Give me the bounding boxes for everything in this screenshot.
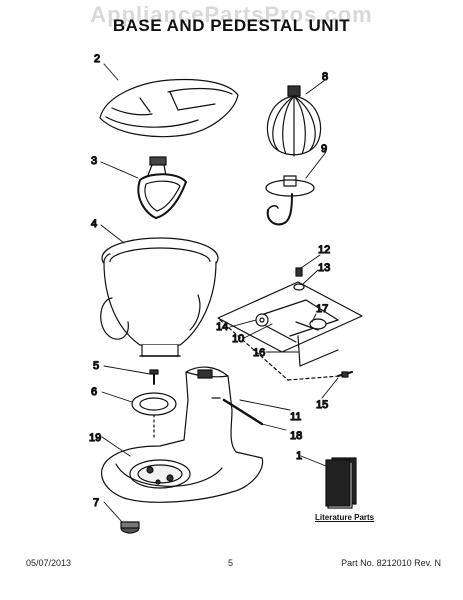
- callout-6: 6: [91, 386, 97, 398]
- mixing-bowl-part: [100, 237, 219, 357]
- callout-8: 8: [322, 71, 328, 83]
- callout-12: 12: [318, 244, 330, 256]
- callout-5: 5: [93, 360, 99, 372]
- callout-10: 10: [232, 333, 244, 345]
- footer-page-number: 5: [228, 558, 234, 568]
- screw-part: [149, 369, 159, 385]
- callout-7: 7: [93, 497, 99, 509]
- callout-numbers: 2 8 3 9 4 12 13 17 14 10 16 5 6 15 11 18…: [88, 52, 330, 509]
- literature-part: [325, 457, 357, 509]
- rubber-foot-part: [120, 521, 140, 534]
- callout-14: 14: [216, 321, 228, 333]
- dough-hook-part: [265, 175, 315, 226]
- hinge-pin-assembly: [217, 267, 363, 381]
- callout-19: 19: [89, 432, 101, 444]
- footer-part-number: Part No. 8212010 Rev. N: [341, 558, 441, 568]
- literature-parts-label: Literature Parts: [315, 513, 375, 522]
- leader-lines: [100, 63, 339, 523]
- pouring-shield-part: [99, 78, 239, 138]
- callout-16: 16: [253, 347, 265, 359]
- callout-3: 3: [91, 155, 97, 167]
- pedestal-base-part: [101, 366, 264, 503]
- callout-11: 11: [290, 411, 301, 423]
- watermark: AppliancePartsPros.com: [90, 2, 373, 27]
- flat-beater-part: [137, 156, 187, 219]
- callout-18: 18: [290, 430, 302, 442]
- page-title: BASE AND PEDESTAL UNIT: [112, 16, 351, 35]
- callout-15: 15: [316, 399, 328, 411]
- callout-4: 4: [91, 218, 97, 230]
- clamping-plate-part: [131, 392, 177, 441]
- footer-date: 05/07/2013: [26, 558, 72, 568]
- callout-9: 9: [321, 143, 327, 155]
- wire-whip-part: [266, 85, 322, 157]
- callout-1: 1: [296, 450, 302, 462]
- callout-17: 17: [316, 303, 328, 315]
- pin-part: [222, 398, 264, 426]
- callout-13: 13: [318, 262, 330, 274]
- callout-2: 2: [94, 53, 100, 65]
